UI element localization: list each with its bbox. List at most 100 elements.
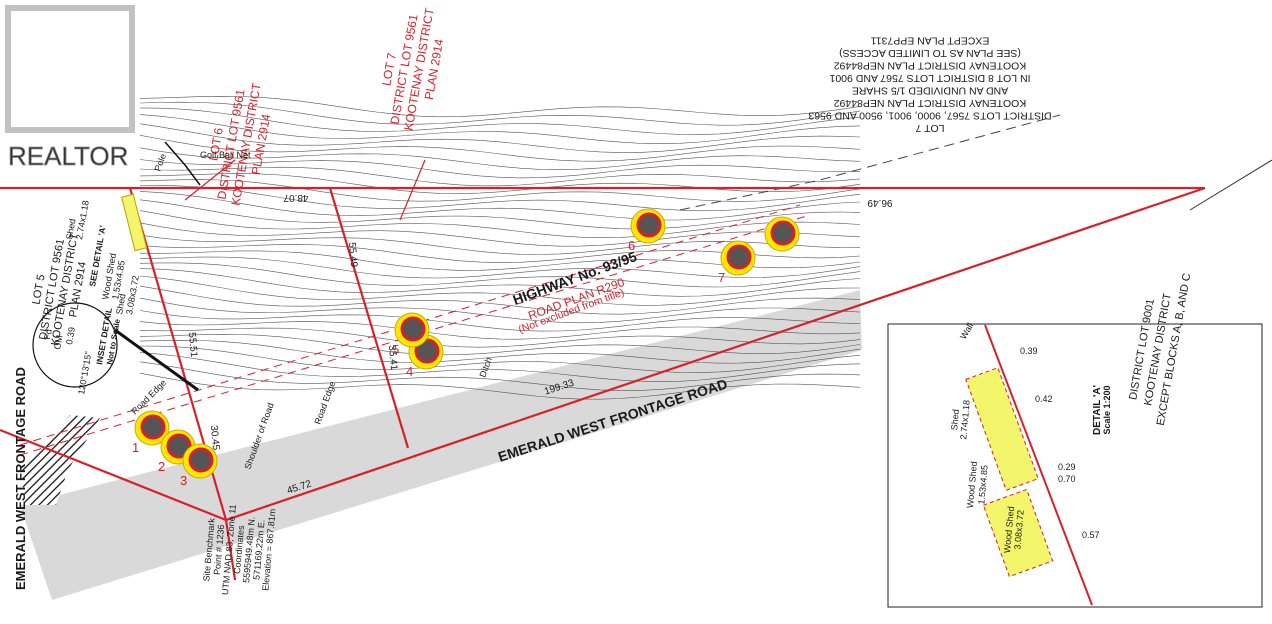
dim-top: 96.49 [867,197,892,208]
contour-line [139,185,861,212]
golf-net-stroke [164,141,201,186]
contour-line [139,173,861,194]
photo-marker-7[interactable] [720,240,756,276]
road-edge-label: Road Edge [129,377,168,416]
detail-dim: 0.70 [1058,474,1076,484]
shed-label: Shed [64,218,78,240]
detail-property-line [984,324,1093,606]
detail-title: DETAIL 'A' [1092,385,1103,435]
contour-line [139,310,861,332]
shed-strip [121,193,148,252]
contour-line [139,101,861,126]
detail-dim: 0.29 [1058,462,1076,472]
contour-line [139,179,861,202]
contour-line [139,361,861,391]
golf-ball-net-label: Golf Ball Net [200,150,251,160]
contour-line [139,135,861,162]
contour-line [139,210,861,239]
contour-line [139,345,861,373]
detail-dim: 0.39 [1020,346,1038,356]
contour-line [139,339,861,364]
photo-marker-1[interactable] [134,410,170,446]
contour-line [139,285,861,315]
contour-line [139,107,861,135]
angle-label: 120°13'15" [76,351,93,396]
realtor-watermark: REALTOR [8,141,128,171]
photo-marker-number: 6 [628,238,635,253]
contour-line [139,222,861,247]
dim-top-left: 48.07 [283,192,308,203]
photo-marker-number: 4 [406,364,413,379]
dim-left-mid: 55.51 [186,332,199,358]
detail-shed-size: 2.74x1.18 [958,400,971,440]
contour-line [139,372,861,400]
contour-line [139,166,861,187]
contour-line [139,147,861,171]
lot7-note-line: DISTRICT LOTS 7567, 9000, 9001, 9500 AND… [808,110,1051,122]
inset-circle [32,302,118,388]
photo-marker-number: 5 [392,342,399,357]
shed-size-label: 2.74x1.18 [74,200,91,241]
lot7-note-line: EXCEPT PLAN EPP7311 [871,35,990,47]
detail-shed-label: Shed [949,409,961,431]
lot7-note-line: KOOTENAY DISTRICT PLAN NEP84492 [834,97,1027,109]
detail-wood-shed2-size: 3.08x3.72 [1012,510,1025,550]
detail-shed [965,367,1039,491]
photo-marker-number: 7 [718,270,725,285]
contour-line [139,327,861,348]
lot7-note-line: AND AN UNDIVIDED 1/5 SHARE [852,85,1008,97]
lot5-label: LOT 5 [30,273,47,305]
inset-value-label: 0.39 [64,326,77,345]
benchmark-line: Point # 1236 [212,524,226,575]
realtor-logo [5,5,135,133]
photo-marker-5[interactable] [394,312,430,348]
detail-dim: 0.57 [1082,530,1100,540]
shed-size-label: 3.08x3.72 [124,275,141,316]
boundary-extension [1189,159,1272,211]
frontage-road-band [20,290,862,600]
photo-marker-number: 1 [132,440,139,455]
lot7-label: LOT 7 [379,51,399,86]
contour-line [139,333,861,356]
contour-line [139,123,861,153]
dim-mid: 55.49 [346,242,359,268]
lot7-note-line: LOT 7 [915,122,944,134]
photo-marker-6[interactable] [630,208,666,244]
shed-label: Shed [114,293,128,315]
detail-wood-shed [982,488,1054,578]
contour-lines [139,95,861,400]
detail-wood-shed-size: 1.53x4.85 [976,465,989,505]
dim-mid-low: 35.41 [386,345,399,371]
lot7-note-line: KOOTENAY DISTRICT PLAN NEP84492 [834,60,1027,72]
road-edge-label: Road Edge [312,380,337,426]
contour-line [139,95,861,118]
benchmark-line: Coordinates [232,525,246,575]
photo-marker-number: 2 [158,459,165,474]
photo-marker-extra[interactable] [764,216,800,252]
detail-wood-shed-label: Wood Shed [965,461,979,509]
lot7-note-line: (SEE PLAN AS TO LIMITED ACCESS) [839,47,1021,59]
contour-line [139,297,861,324]
contour-line [139,275,861,306]
contour-line [139,199,861,230]
photo-marker-number: 3 [180,473,187,488]
contour-line [139,262,861,288]
contour-line [139,268,861,297]
contour-line [139,114,861,145]
contour-line [139,191,861,221]
detail-dim: 0.42 [1035,394,1053,404]
detail-wood-shed2-label: Wood Shed [1002,506,1016,554]
lot7-note-line: IN LOT 8 DISTRICT LOTS 7567 AND 9001 [829,72,1030,84]
power-line [679,114,1061,211]
left-road-name: EMERALD WEST FRONTAGE ROAD [13,367,28,590]
dim-left-low: 30.45 [208,425,221,451]
detail-scale: Scale 1:200 [1102,385,1112,434]
ditch-label: Ditch [477,356,493,379]
photo-marker-3[interactable] [182,443,218,479]
contour-line [139,352,861,383]
lot-arrows [184,159,426,221]
fd-label: Fd [42,328,54,340]
hatched-area [22,415,100,505]
